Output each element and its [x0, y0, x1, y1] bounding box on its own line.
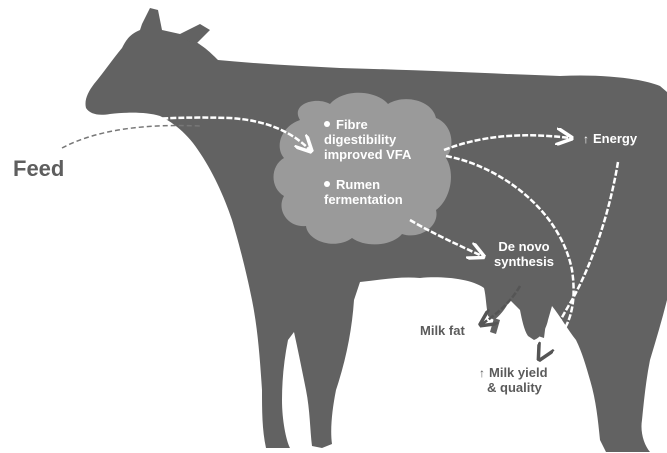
rumen-cloud [274, 93, 452, 245]
feed-arrow-shadow [62, 126, 200, 148]
up-arrow-icon: ↑ [479, 367, 485, 381]
de-novo-label: De novo synthesis [494, 240, 554, 270]
feed-label: Feed [13, 156, 64, 181]
bullet-icon [324, 121, 330, 127]
up-arrow-icon: ↑ [583, 133, 589, 147]
fibre-label: Fibre digestibility improved VFA [324, 118, 411, 163]
energy-label: ↑Energy [583, 132, 637, 147]
milk-fat-label: Milk fat [420, 324, 465, 339]
rumen-fermentation-label: Rumen fermentation [324, 178, 403, 208]
bullet-icon [324, 181, 330, 187]
milk-yield-label: ↑Milk yield & quality [479, 366, 548, 396]
